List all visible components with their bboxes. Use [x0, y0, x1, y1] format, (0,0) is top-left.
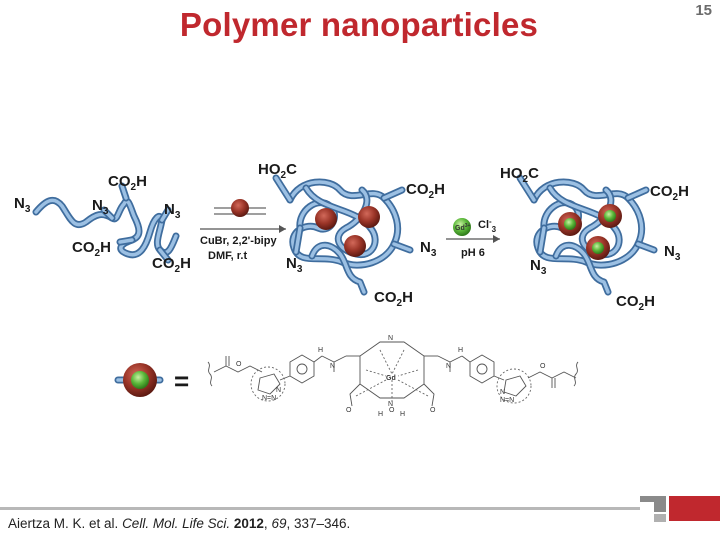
red-bead-icon	[344, 235, 366, 257]
label-n3: N3	[14, 195, 31, 215]
gd-core-icon	[131, 371, 149, 389]
page-number: 15	[695, 2, 712, 19]
slide-title: Polymer nanoparticles	[179, 6, 539, 43]
gd-atom-label: Gd	[386, 375, 396, 382]
atom-label: O	[236, 361, 242, 368]
label-n3: N3	[664, 243, 681, 263]
label-n3: N3	[92, 197, 109, 217]
gd-label: Gd3+	[455, 223, 471, 232]
atom-label: H	[378, 411, 383, 418]
atom-label: O	[430, 407, 436, 414]
atom-label: N	[276, 387, 281, 394]
atom-label: N	[330, 363, 335, 370]
step1-conditions-line2: DMF, r.t	[208, 250, 247, 262]
atom-label: O	[389, 407, 395, 414]
step2-conditions: pH 6	[461, 247, 485, 259]
footer-accent-bar	[669, 496, 720, 521]
label-n3: N3	[286, 255, 303, 275]
atom-label: H	[318, 347, 323, 354]
nanoparticle-2: HO2C CO2H N3 N3 CO2H	[500, 165, 689, 313]
atom-label: N=N	[500, 397, 514, 404]
atom-label: N	[388, 335, 393, 342]
label-n3: N3	[164, 201, 181, 221]
citation-journal: Cell. Mol. Life Sci.	[122, 516, 231, 531]
label-co2h: CO2H	[152, 255, 191, 275]
atom-label: O	[346, 407, 352, 414]
citation: Aiertza M. K. et al. Cell. Mol. Life Sci…	[8, 516, 351, 531]
label-ho2c: HO2C	[258, 161, 297, 181]
gd-core-icon	[604, 210, 616, 222]
step1-conditions-line1: CuBr, 2,2'-bipy	[200, 235, 277, 247]
label-co2h: CO2H	[616, 293, 655, 313]
legend: =	[114, 335, 579, 418]
citation-year: 2012	[233, 516, 264, 531]
atom-label: O	[540, 363, 546, 370]
atom-label: N=N	[262, 395, 276, 402]
atom-label: N	[446, 363, 451, 370]
label-n3: N3	[530, 257, 547, 277]
equals-sign: =	[174, 366, 189, 396]
red-bead-icon	[315, 208, 337, 230]
label-n3: N3	[420, 239, 437, 259]
label-ho2c: HO2C	[500, 165, 539, 185]
gd-chelate-structure: H N N N N H Gd O H H N N=N N N=N O O O O	[207, 335, 579, 418]
cl-label: Cl-3	[478, 217, 497, 234]
atom-label: H	[458, 347, 463, 354]
step1-arrow: CuBr, 2,2'-bipy DMF, r.t	[200, 199, 286, 262]
citation-volume: 69	[271, 516, 287, 531]
atom-label: N	[500, 389, 505, 396]
gd-core-icon	[564, 218, 576, 230]
gd-bead-icon	[453, 218, 471, 236]
label-co2h: CO2H	[374, 289, 413, 309]
red-bead-icon	[231, 199, 249, 217]
atom-label: N	[388, 401, 393, 408]
citation-authors: Aiertza M. K. et al.	[8, 516, 119, 531]
step2-arrow: Gd3+ Cl-3 pH 6	[446, 217, 500, 259]
citation-pages: , 337–346.	[286, 516, 351, 531]
label-co2h: CO2H	[72, 239, 111, 259]
atom-label: H	[400, 411, 405, 418]
label-co2h: CO2H	[108, 173, 147, 193]
red-bead-icon	[358, 206, 380, 228]
label-co2h: CO2H	[650, 183, 689, 203]
footer-rule	[0, 507, 640, 510]
gd-core-icon	[592, 242, 604, 254]
nanoparticle-1: HO2C CO2H N3 N3 CO2H	[258, 161, 445, 309]
label-co2h: CO2H	[406, 181, 445, 201]
linear-polymer: N3 CO2H N3 N3 CO2H CO2H	[14, 173, 191, 275]
institution-logo-icon	[640, 496, 666, 522]
